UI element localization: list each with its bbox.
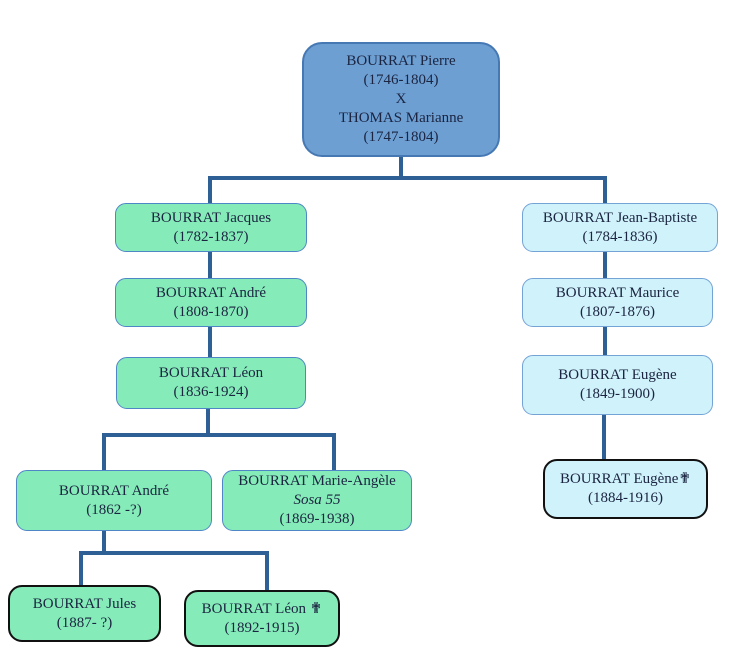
person-name: BOURRAT Eugène bbox=[558, 367, 677, 383]
person-dates: (1884-1916) bbox=[588, 490, 663, 506]
connector-root-down bbox=[399, 156, 403, 178]
connector-gen1-horizontal bbox=[208, 176, 607, 180]
connector-to-marie-angele bbox=[332, 433, 336, 470]
connector-leon-down bbox=[206, 408, 210, 437]
person-dates: (1849-1900) bbox=[580, 386, 655, 402]
connector-jacques-andre bbox=[208, 251, 212, 279]
connector-andre-leon bbox=[208, 326, 212, 358]
tree-node-bourrat-andre-1808: BOURRAT André (1808-1870) bbox=[115, 278, 307, 327]
person-dates: (1807-1876) bbox=[580, 303, 655, 320]
person-name: BOURRAT André bbox=[155, 284, 267, 301]
person-name: BOURRAT Jean-Baptiste bbox=[542, 209, 698, 226]
person-name-with-deceased-cross-icon: BOURRAT Léon ✟ bbox=[201, 600, 323, 617]
connector-to-jacques bbox=[208, 176, 212, 204]
tree-node-bourrat-pierre-thomas-marianne: BOURRAT Pierre (1746-1804) X THOMAS Mari… bbox=[302, 42, 500, 157]
person-name: BOURRAT Pierre bbox=[346, 53, 456, 69]
tree-node-bourrat-andre-1862: BOURRAT André (1862 -?) bbox=[16, 470, 212, 531]
person-name: BOURRAT Marie-Angèle bbox=[238, 473, 396, 489]
connector-to-leon-1892 bbox=[265, 551, 269, 590]
tree-node-bourrat-jules: BOURRAT Jules (1887- ?) bbox=[8, 585, 161, 642]
person-dates: (1836-1924) bbox=[173, 384, 249, 400]
person-name: BOURRAT Jacques bbox=[150, 209, 272, 226]
connector-andre-1862-down bbox=[102, 530, 106, 555]
person-dates: (1746-1804) bbox=[363, 72, 439, 88]
person-name-with-deceased-cross-icon: BOURRAT Eugène✟ bbox=[559, 471, 692, 487]
tree-node-bourrat-eugene-1884: BOURRAT Eugène✟ (1884-1916) bbox=[543, 459, 708, 519]
person-dates: (1808-1870) bbox=[173, 303, 249, 320]
person-dates: (1747-1804) bbox=[363, 129, 439, 145]
tree-node-bourrat-marie-angele: BOURRAT Marie-Angèle Sosa 55 (1869-1938) bbox=[222, 470, 412, 531]
person-dates: (1892-1915) bbox=[224, 619, 300, 636]
connector-eugene-eugene-1884 bbox=[602, 414, 606, 459]
person-dates: (1782-1837) bbox=[173, 228, 249, 245]
person-dates: (1862 -?) bbox=[86, 501, 142, 518]
person-name: BOURRAT Maurice bbox=[555, 284, 680, 301]
person-name: BOURRAT Jules bbox=[32, 595, 137, 612]
connector-to-andre-1862 bbox=[102, 433, 106, 470]
tree-node-bourrat-maurice: BOURRAT Maurice (1807-1876) bbox=[522, 278, 713, 327]
tree-node-bourrat-jean-baptiste: BOURRAT Jean-Baptiste (1784-1836) bbox=[522, 203, 718, 252]
person-name: BOURRAT Léon bbox=[158, 365, 264, 381]
tree-node-bourrat-jacques: BOURRAT Jacques (1782-1837) bbox=[115, 203, 307, 252]
person-dates: (1784-1836) bbox=[582, 228, 658, 245]
person-name: THOMAS Marianne bbox=[338, 110, 464, 126]
tree-node-bourrat-eugene-1849: BOURRAT Eugène (1849-1900) bbox=[522, 355, 713, 415]
tree-node-bourrat-leon-1836: BOURRAT Léon (1836-1924) bbox=[116, 357, 306, 409]
sosa-number: Sosa 55 bbox=[293, 492, 341, 508]
person-dates: (1887- ?) bbox=[56, 614, 113, 631]
connector-jean-baptiste-maurice bbox=[603, 251, 607, 279]
person-name: BOURRAT André bbox=[58, 482, 170, 499]
connector-maurice-eugene bbox=[603, 326, 607, 356]
connector-to-jules bbox=[79, 551, 83, 585]
connector-to-jean-baptiste bbox=[603, 176, 607, 204]
connector-gen5-horizontal bbox=[79, 551, 269, 555]
connector-gen4-horizontal bbox=[102, 433, 336, 437]
tree-node-bourrat-leon-1892: BOURRAT Léon ✟ (1892-1915) bbox=[184, 590, 340, 647]
union-symbol: X bbox=[395, 91, 407, 107]
person-dates: (1869-1938) bbox=[279, 511, 355, 527]
